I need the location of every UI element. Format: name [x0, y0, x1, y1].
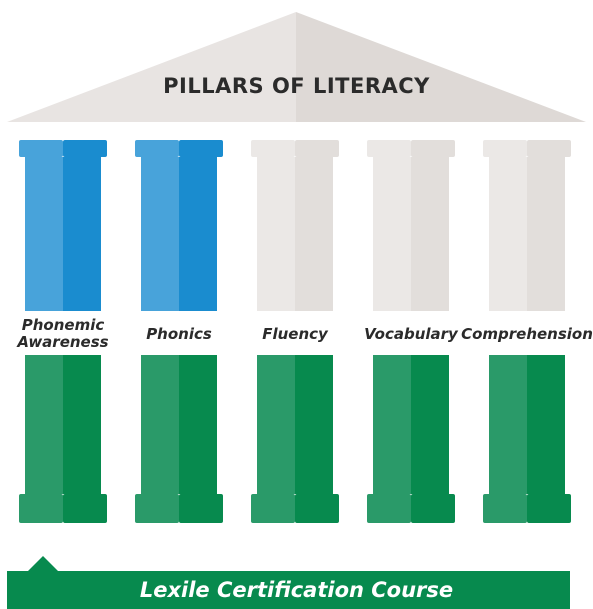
lower-pillar-1-base-right: [63, 494, 107, 523]
banner-label: Lexile Certification Course: [139, 578, 454, 602]
lower-pillar-2-base-left: [135, 494, 179, 523]
upper-pillar-4-capital-left: [367, 140, 411, 157]
upper-pillar-4-shaft-left: [373, 157, 411, 311]
pillar-label-line: Comprehension: [461, 324, 593, 343]
lower-pillar-4-base-left: [367, 494, 411, 523]
lower-pillar-2-base-right: [179, 494, 223, 523]
roof-left: [7, 12, 296, 122]
banner-pointer: [28, 556, 58, 571]
upper-pillar-4-capital-right: [411, 140, 455, 157]
pillar-label-4: Vocabulary: [351, 314, 471, 354]
lower-pillar-4-shaft-right: [411, 355, 449, 494]
upper-pillar-5-shaft-right: [527, 157, 565, 311]
upper-pillar-5-capital-right: [527, 140, 571, 157]
upper-pillar-5-capital-left: [483, 140, 527, 157]
lower-pillar-1-base-left: [19, 494, 63, 523]
lower-pillar-3-base-left: [251, 494, 295, 523]
pillar-label-line: Phonics: [146, 324, 212, 343]
lower-pillar-5-shaft-left: [489, 355, 527, 494]
upper-pillar-1-shaft-left: [25, 157, 63, 311]
pillar-label-line: Phonemic: [21, 316, 105, 334]
upper-pillar-3-shaft-right: [295, 157, 333, 311]
upper-pillar-3-capital-right: [295, 140, 339, 157]
upper-pillar-3-shaft-left: [257, 157, 295, 311]
upper-pillar-1-capital-left: [19, 140, 63, 157]
upper-pillar-1-capital-right: [63, 140, 107, 157]
upper-pillar-4-shaft-right: [411, 157, 449, 311]
lower-pillar-3-shaft-right: [295, 355, 333, 494]
lower-pillar-5-base-left: [483, 494, 527, 523]
lower-pillar-2-shaft-right: [179, 355, 217, 494]
upper-pillar-2-capital-left: [135, 140, 179, 157]
lower-pillar-3-shaft-left: [257, 355, 295, 494]
upper-pillar-2-shaft-left: [141, 157, 179, 311]
lower-pillar-5-shaft-right: [527, 355, 565, 494]
upper-pillar-2-capital-right: [179, 140, 223, 157]
lower-pillar-2-shaft-left: [141, 355, 179, 494]
pillar-label-2: Phonics: [119, 314, 239, 354]
roof-title: PILLARS OF LITERACY: [163, 74, 430, 98]
lower-pillar-4-base-right: [411, 494, 455, 523]
pillar-label-5: Comprehension: [461, 314, 593, 354]
pillar-label-3: Fluency: [235, 314, 355, 354]
lower-pillar-4-shaft-left: [373, 355, 411, 494]
upper-pillar-5-shaft-left: [489, 157, 527, 311]
upper-pillar-1-shaft-right: [63, 157, 101, 311]
pillar-label-line: Fluency: [262, 324, 328, 343]
banner-bar: [7, 571, 570, 609]
upper-pillar-3-capital-left: [251, 140, 295, 157]
upper-pillar-2-shaft-right: [179, 157, 217, 311]
lower-pillar-1-shaft-left: [25, 355, 63, 494]
pillar-label-line: Vocabulary: [364, 324, 458, 343]
lower-pillar-3-base-right: [295, 494, 339, 523]
roof-right: [296, 12, 586, 122]
lower-pillar-5-base-right: [527, 494, 571, 523]
lower-pillar-1-shaft-right: [63, 355, 101, 494]
pillar-label-line: Awareness: [17, 333, 109, 351]
